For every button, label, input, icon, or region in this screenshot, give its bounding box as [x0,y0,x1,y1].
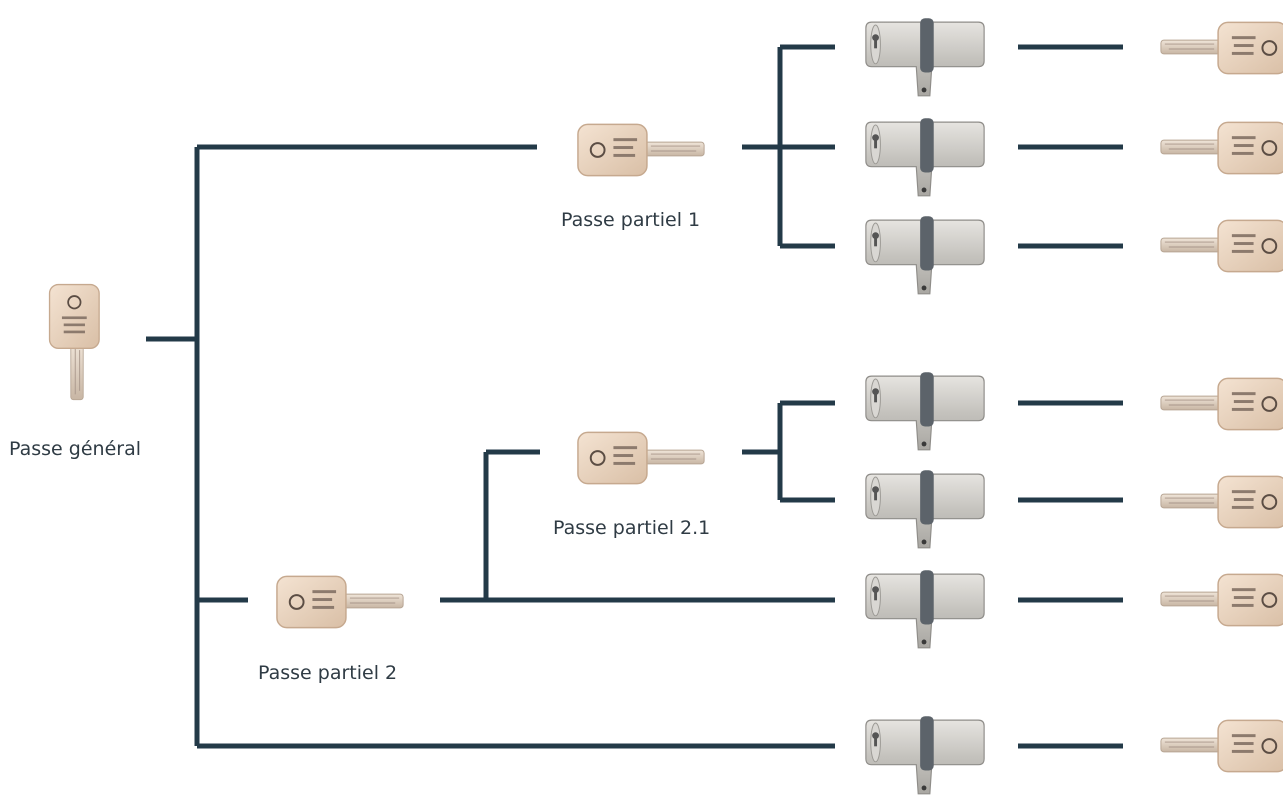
partial2-label: Passe partiel 2 [258,662,398,684]
partial21-label: Passe partiel 2.1 [553,517,711,539]
connector-lines [146,44,1123,749]
user-key-icon [1159,377,1283,431]
partial1-label: Passe partiel 1 [561,209,701,231]
master-key-label: Passe général [9,438,141,460]
lock-cylinder-icon [865,469,985,549]
lock-cylinder-icon [865,715,985,795]
lock-cylinder-icon [865,17,985,97]
user-key-icon [1159,475,1283,529]
partial2-key-icon [275,575,405,629]
lock-cylinder-icon [865,371,985,451]
user-key-icon [1159,573,1283,627]
user-key-icon [1159,21,1283,75]
lock-cylinder-icon [865,117,985,197]
partial1-key-icon [576,123,706,177]
partial21-key-icon [576,431,706,485]
lock-cylinder-icon [865,569,985,649]
user-key-icon [1159,219,1283,273]
lock-cylinder-icon [865,215,985,295]
user-key-icon [1159,121,1283,175]
master-key-icon [48,283,101,401]
user-key-icon [1159,719,1283,773]
